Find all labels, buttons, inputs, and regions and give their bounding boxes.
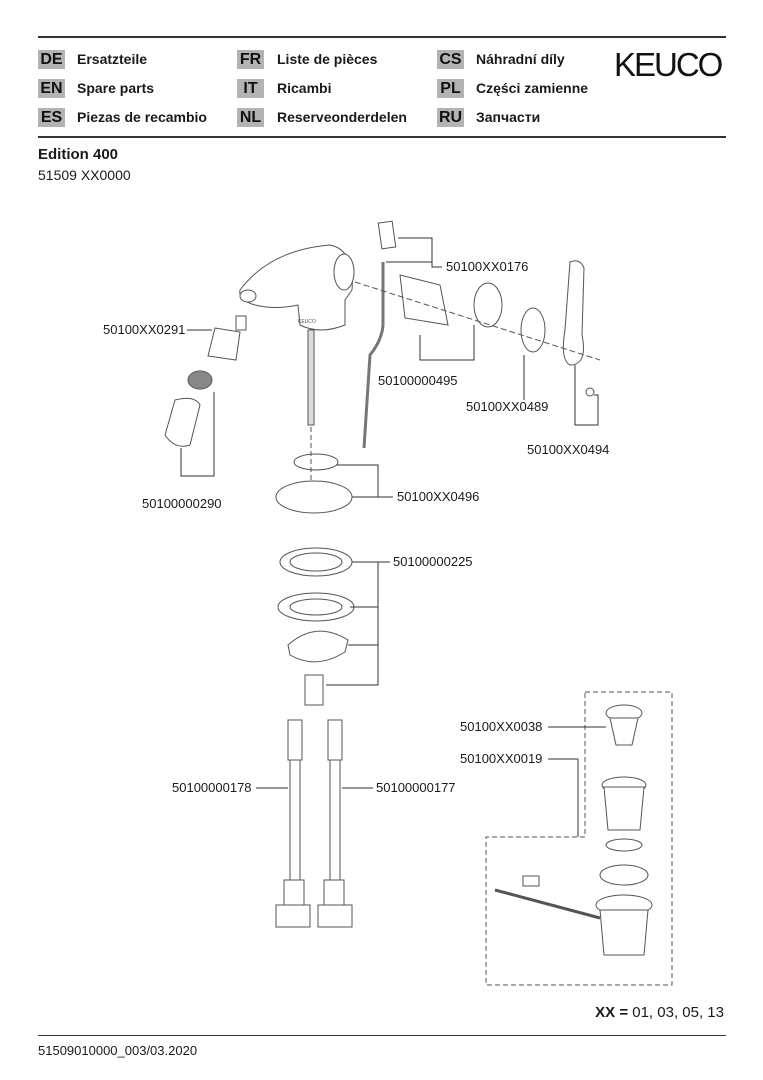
- part-number-50100000495: 50100000495: [378, 373, 458, 388]
- part-number-50100XX0019: 50100XX0019: [460, 751, 543, 766]
- lang-code-fr: FR: [237, 50, 264, 69]
- lang-label-nl: Reserveonderdelen: [277, 109, 407, 125]
- part-number-50100000225: 50100000225: [393, 554, 473, 569]
- lang-label-de: Ersatzteile: [77, 51, 148, 67]
- part-number-50100XX0176: 50100XX0176: [446, 259, 529, 274]
- footer-rule: [38, 1035, 726, 1036]
- brand-logo: KEUCO: [614, 46, 723, 83]
- threaded-rod: [307, 329, 315, 426]
- top-rule: [38, 36, 726, 38]
- lang-code-it: IT: [237, 79, 264, 98]
- part-number-50100XX0038: 50100XX0038: [460, 719, 543, 734]
- lang-code-pl: PL: [437, 79, 464, 98]
- lang-code-cs: CS: [437, 50, 464, 69]
- svg-text:KEUCO: KEUCO: [298, 319, 316, 325]
- lang-label-pl: Części zamienne: [476, 80, 589, 96]
- part-number-50100000178: 50100000178: [172, 780, 252, 795]
- lang-label-en: Spare parts: [77, 80, 155, 96]
- product-name: Edition 400: [38, 146, 119, 163]
- finish-key: XX =: [595, 1004, 629, 1021]
- lang-label-cs: Náhradní díly: [476, 51, 565, 67]
- spout-body: KEUCO: [239, 244, 355, 331]
- part-number-50100000290: 50100000290: [142, 496, 222, 511]
- lang-code-es: ES: [38, 108, 65, 127]
- lang-label-it: Ricambi: [277, 80, 332, 96]
- part-number-50100000177: 50100000177: [376, 780, 456, 795]
- lang-label-ru: Запчасти: [476, 109, 541, 125]
- header-rule: [38, 136, 726, 138]
- part-number-50100XX0494: 50100XX0494: [527, 442, 610, 457]
- lang-label-es: Piezas de recambio: [77, 109, 207, 125]
- part-number-50100XX0489: 50100XX0489: [466, 399, 549, 414]
- lang-code-ru: RU: [437, 108, 464, 127]
- lang-code-en: EN: [38, 79, 65, 98]
- document-id: 51509010000_003/03.2020: [38, 1043, 198, 1058]
- finish-values: 01, 03, 05, 13: [632, 1004, 724, 1021]
- lang-code-nl: NL: [237, 108, 264, 127]
- part-number-50100XX0291: 50100XX0291: [103, 322, 186, 337]
- product-number: 51509 XX0000: [38, 167, 131, 183]
- lang-code-de: DE: [38, 50, 65, 69]
- part-number-50100XX0496: 50100XX0496: [397, 489, 480, 504]
- finish-codes: XX = 01, 03, 05, 13: [595, 1004, 724, 1021]
- lang-label-fr: Liste de pièces: [277, 51, 378, 67]
